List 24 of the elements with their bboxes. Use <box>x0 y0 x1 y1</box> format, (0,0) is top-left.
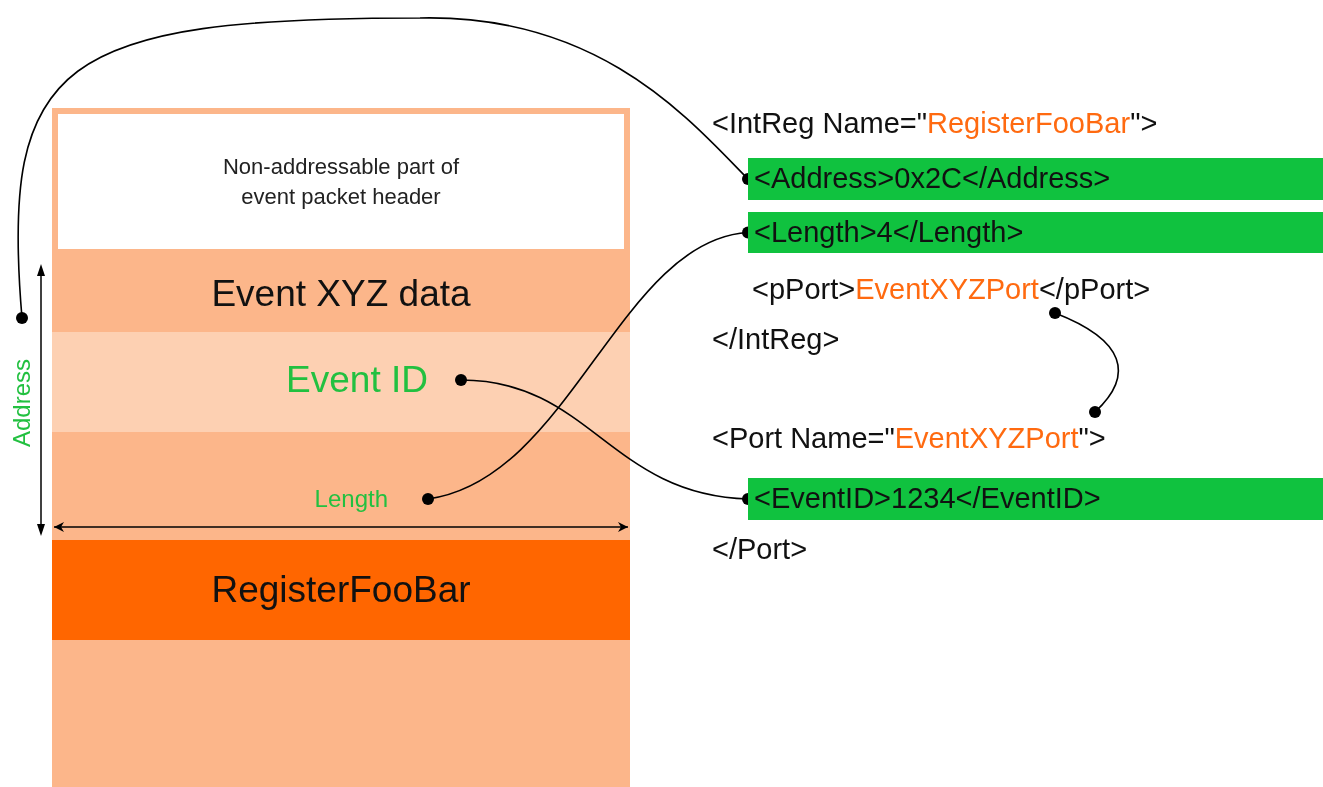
xml-highlight-bar <box>748 158 1323 200</box>
code-line: <Port Name="EventXYZPort"> <box>712 421 1106 457</box>
packet-band <box>52 332 630 432</box>
code-line: <pPort>EventXYZPort</pPort> <box>752 272 1151 308</box>
band-label: RegisterFooBar <box>211 568 471 613</box>
xml-highlight-bar <box>748 212 1323 253</box>
code-line: <EventID>1234</EventID> <box>754 481 1101 517</box>
code-line: </IntReg> <box>712 322 840 358</box>
band-label: Event XYZ data <box>211 271 471 316</box>
code-line: <IntReg Name="RegisterFooBar"> <box>712 106 1158 142</box>
connector-line <box>1049 307 1120 418</box>
header-box <box>52 108 630 255</box>
code-line: <Length>4</Length> <box>754 214 1024 250</box>
packet-band <box>52 640 630 787</box>
field-name: Event ID <box>286 358 428 403</box>
header-text: Non-addressable part of event packet header <box>222 152 460 211</box>
field-name: Length <box>314 484 388 514</box>
register-band <box>52 540 630 640</box>
code-line: <Address>0x2C</Address> <box>754 161 1111 197</box>
packet-band <box>52 255 630 332</box>
xml-highlight-bar <box>748 478 1323 520</box>
packet-band <box>52 432 630 540</box>
code-line: </Port> <box>712 532 808 568</box>
dimension-label: Address <box>10 358 34 449</box>
